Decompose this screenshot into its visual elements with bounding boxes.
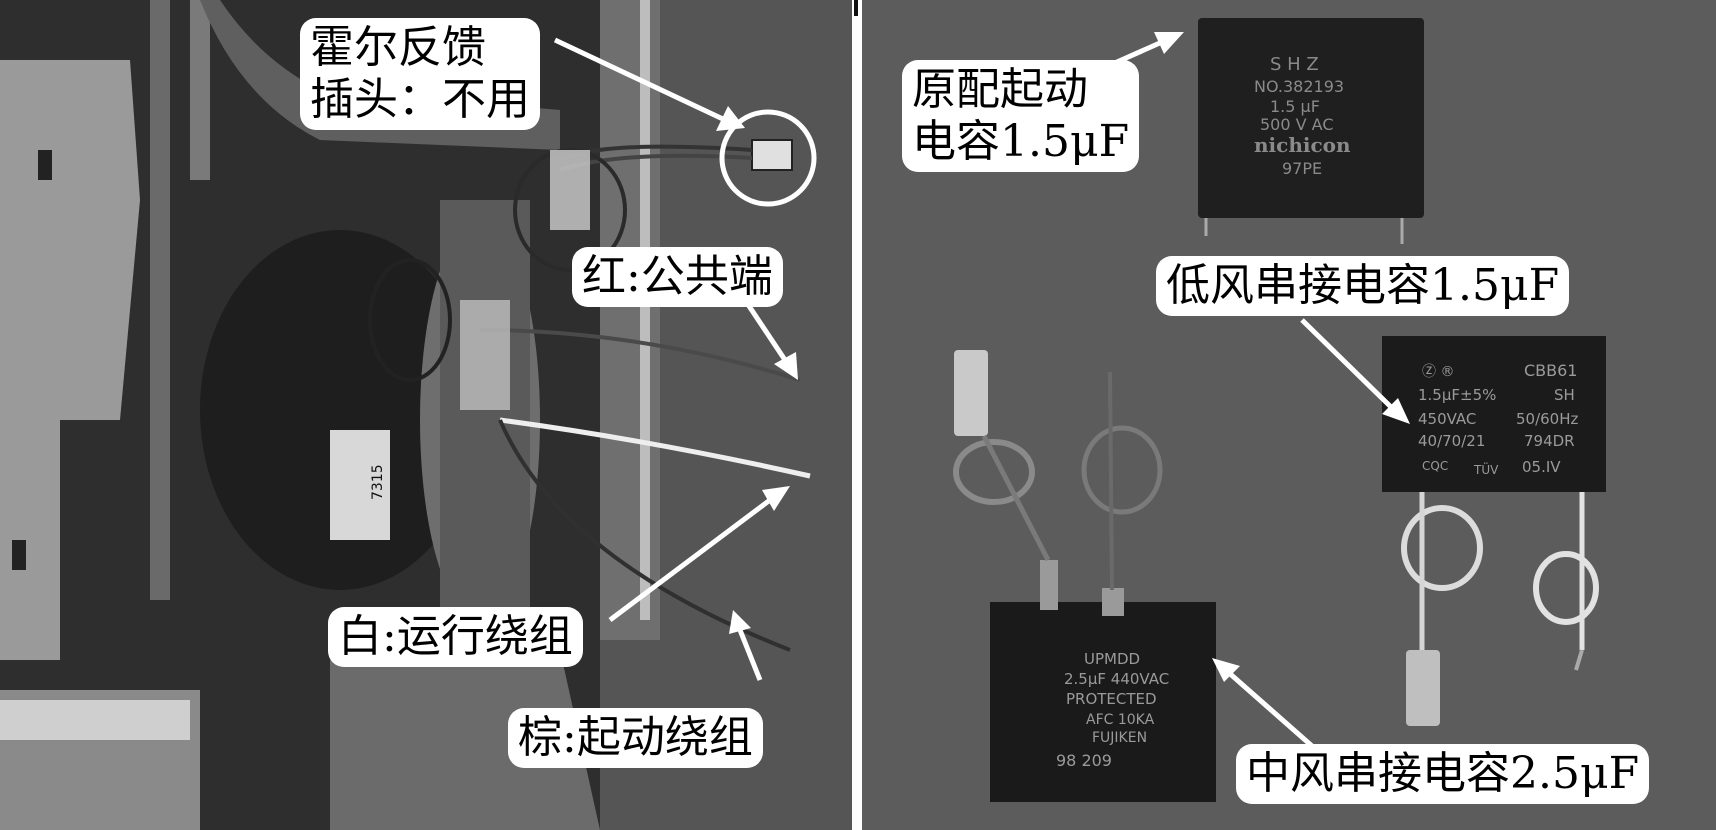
upmdd-capacitor: UPMDD 2.5μF 440VAC PROTECTED AFC 10KA FU… [953,350,1216,802]
nichicon-code-text: 97PE [1282,159,1322,178]
cbb-logo-icon: Ⓩ ® [1422,364,1454,380]
cbb-frequency-text: 50/60Hz [1516,410,1579,428]
red-common-label: 红:公共端 [572,247,783,307]
upmdd-value-text: 2.5μF 440VAC [1064,670,1169,688]
nichicon-brand-text: S H Z [1270,54,1319,75]
panel-divider [852,0,862,830]
motor-photo: 7315 [0,0,852,830]
hall-line1: 霍尔反馈 [310,22,486,73]
cbb-tuv-text: TÜV [1473,461,1499,477]
nichicon-value-text: 1.5 μF [1270,97,1320,116]
low-speed-capacitor-label: 低风串接电容1.5μF [1156,256,1570,316]
cbb-date-text: 05.IV [1522,458,1561,476]
cbb-model-text: CBB61 [1524,361,1577,380]
original-line2: 电容1.5μF [912,116,1130,167]
upmdd-protected-text: PROTECTED [1066,690,1157,708]
cbb61-capacitor: Ⓩ ® CBB61 1.5μF±5% SH 450VAC 50/60Hz 40/… [1382,336,1606,726]
cbb-cqc-text: CQC [1422,459,1448,473]
white-run-winding-label: 白:运行绕组 [328,607,583,667]
original-start-capacitor-label: 原配起动 电容1.5μF [902,60,1140,172]
upmdd-brand-text: UPMDD [1084,650,1140,668]
cbb-class-text: 40/70/21 [1418,432,1485,450]
original-line1: 原配起动 [912,64,1088,115]
nichicon-capacitor: S H Z NO.382193 1.5 μF 500 V AC nichicon… [1198,18,1424,244]
cbb-sh-text: SH [1554,386,1575,404]
upmdd-code-text: 98 209 [1056,751,1112,770]
cbb-dr-text: 794DR [1524,432,1575,450]
nichicon-no-text: NO.382193 [1254,77,1344,96]
nichicon-voltage-text: 500 V AC [1260,115,1334,134]
hall-feedback-label: 霍尔反馈 插头：不用 [300,18,540,130]
hall-line2: 插头：不用 [310,74,530,125]
mid-speed-capacitor-label: 中风串接电容2.5μF [1236,744,1650,804]
upmdd-fujiken-text: FUJIKEN [1092,730,1147,746]
cbb-voltage-text: 450VAC [1418,410,1476,428]
brown-start-winding-label: 棕:起动绕组 [508,708,763,768]
nichicon-name-text: nichicon [1254,133,1351,157]
capacitors-photo-panel: S H Z NO.382193 1.5 μF 500 V AC nichicon… [862,0,1716,830]
cbb-value-text: 1.5μF±5% [1418,386,1496,404]
upmdd-afc-text: AFC 10KA [1086,712,1155,728]
motor-photo-panel: 7315 霍尔反馈 [0,0,852,830]
motor-code-text: 7315 [370,464,386,500]
